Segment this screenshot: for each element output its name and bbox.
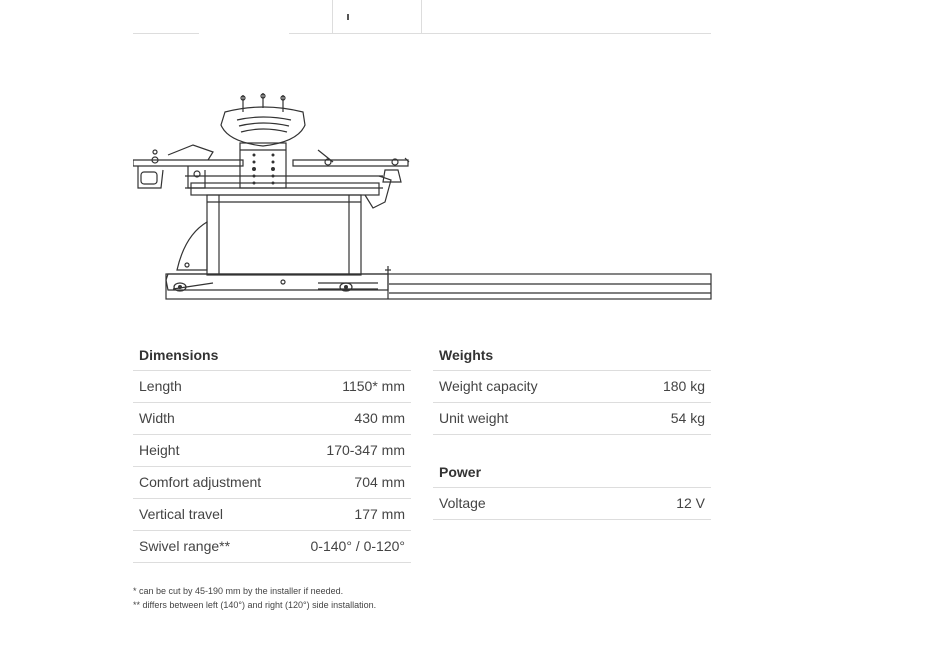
dimensions-table: Dimensions Length 1150* mm Width 430 mm He… bbox=[133, 340, 411, 563]
row-value: 170-347 mm bbox=[326, 442, 405, 458]
weights-heading: Weights bbox=[433, 340, 711, 371]
product-diagram bbox=[133, 93, 712, 300]
row-value: 0-140° / 0-120° bbox=[310, 538, 405, 554]
table-row: Comfort adjustment 704 mm bbox=[133, 467, 411, 499]
row-value: 177 mm bbox=[354, 506, 405, 522]
tab-active[interactable] bbox=[332, 0, 422, 34]
row-label: Weight capacity bbox=[439, 378, 538, 394]
power-table: Power Voltage 12 V bbox=[433, 457, 711, 520]
row-value: 1150* mm bbox=[342, 378, 405, 394]
row-label: Swivel range** bbox=[139, 538, 231, 554]
row-label: Comfort adjustment bbox=[139, 474, 262, 490]
table-row: Vertical travel 177 mm bbox=[133, 499, 411, 531]
table-row: Height 170-347 mm bbox=[133, 435, 411, 467]
row-label: Length bbox=[139, 378, 182, 394]
weights-table: Weights Weight capacity 180 kg Unit weigh… bbox=[433, 340, 711, 435]
row-value: 54 kg bbox=[670, 410, 705, 426]
power-heading: Power bbox=[433, 457, 711, 488]
row-label: Unit weight bbox=[439, 410, 509, 426]
row-label: Width bbox=[139, 410, 175, 426]
tab-divider bbox=[289, 33, 711, 34]
table-row: Voltage 12 V bbox=[433, 488, 711, 520]
table-row: Weight capacity 180 kg bbox=[433, 371, 711, 403]
row-label: Voltage bbox=[439, 495, 486, 511]
tab-label bbox=[347, 14, 349, 20]
row-label: Height bbox=[139, 442, 180, 458]
seat-mount bbox=[220, 106, 306, 147]
table-row: Width 430 mm bbox=[133, 403, 411, 435]
row-value: 12 V bbox=[676, 495, 705, 511]
row-label: Vertical travel bbox=[139, 506, 224, 522]
row-value: 180 kg bbox=[662, 378, 705, 394]
row-value: 704 mm bbox=[354, 474, 405, 490]
tab-strip bbox=[133, 0, 711, 34]
dimensions-heading: Dimensions bbox=[133, 340, 411, 371]
row-value: 430 mm bbox=[354, 410, 405, 426]
footnote-swivel: ** differs between left (140°) and right… bbox=[133, 600, 377, 610]
footnote-length: * can be cut by 45-190 mm by the install… bbox=[133, 586, 344, 596]
base-housing bbox=[206, 194, 362, 276]
slide-rail bbox=[165, 273, 712, 300]
tab-divider bbox=[133, 33, 199, 34]
table-row: Swivel range** 0-140° / 0-120° bbox=[133, 531, 411, 563]
table-row: Length 1150* mm bbox=[133, 371, 411, 403]
table-row: Unit weight 54 kg bbox=[433, 403, 711, 435]
